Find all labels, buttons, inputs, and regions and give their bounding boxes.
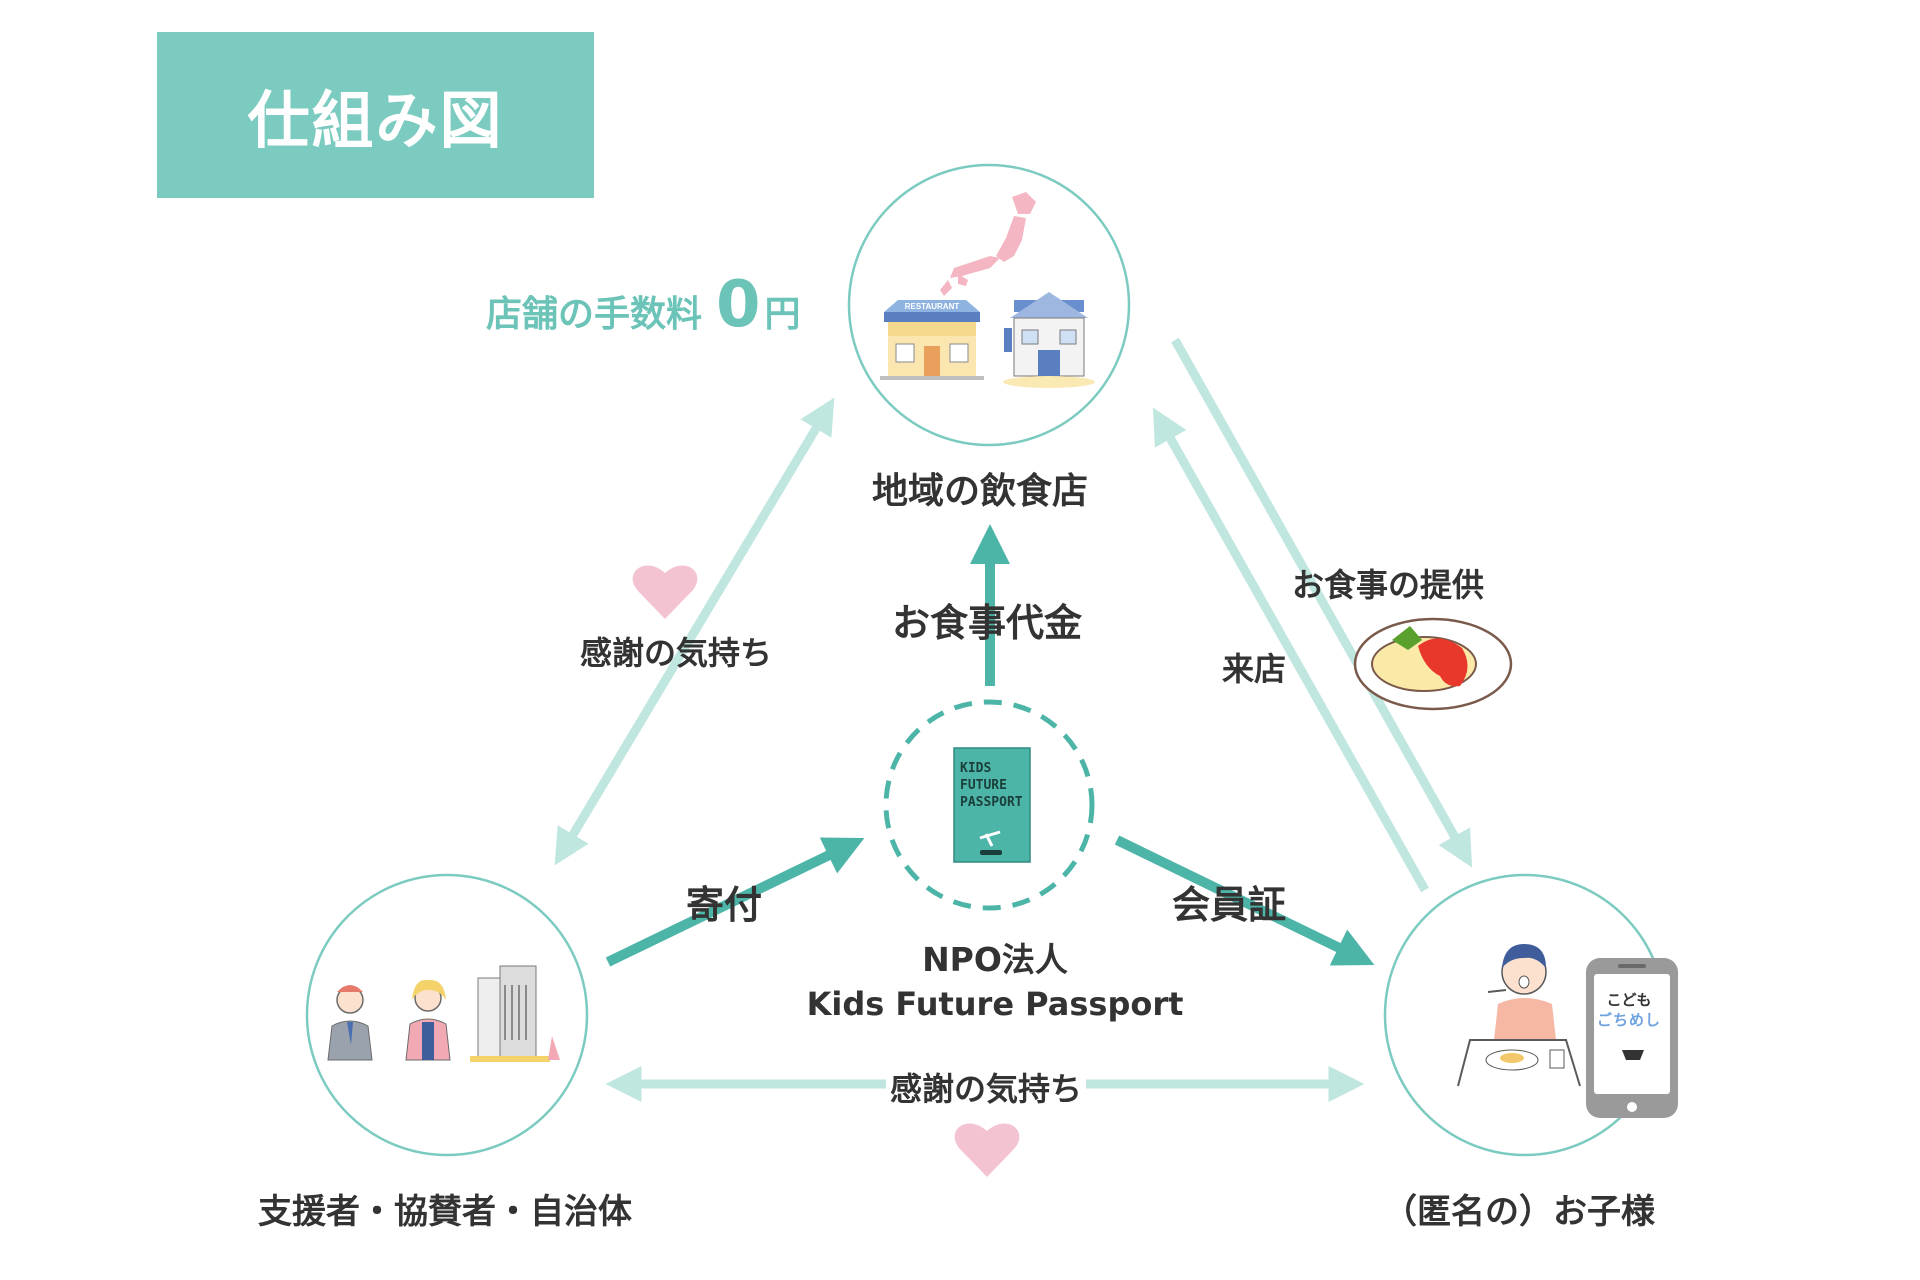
page-title: 仕組み図 <box>247 84 504 157</box>
shop-building-icon <box>1003 292 1095 388</box>
japan-map-icon <box>940 192 1036 296</box>
thanks-bottom-label: 感謝の気持ち <box>886 1064 1087 1110</box>
child-eating-illustration <box>1457 944 1581 1087</box>
supporters-label: 支援者・協賛者・自治体 <box>258 1192 632 1232</box>
heart-icon-left <box>632 565 698 619</box>
thanks-left-label: 感謝の気持ち <box>580 634 773 672</box>
store-fee-amount: 0 <box>716 268 761 342</box>
thanks-left-arrow <box>554 397 835 866</box>
restaurant-building-icon <box>880 300 984 380</box>
meal-service-arrow <box>1171 337 1473 868</box>
store-fee-text: 店舗の手数料 <box>486 294 703 335</box>
supporters-circle <box>305 873 589 1157</box>
app-name-line1: こども <box>1606 991 1652 1009</box>
meal-service-label: お食事の提供 <box>1292 566 1485 604</box>
app-name: こども ごちめし <box>1597 990 1661 1030</box>
passport-booklet-icon <box>953 747 1031 863</box>
npo-name: Kids Future Passport <box>806 985 1184 1023</box>
title-banner: 仕組み図 <box>157 32 594 198</box>
heart-icon-bottom <box>954 1123 1020 1177</box>
supporters-illustration <box>327 965 560 1062</box>
omurice-plate-icon <box>1353 617 1513 711</box>
visit-arrow <box>1152 407 1429 893</box>
app-name-line2: ごちめし <box>1597 1011 1662 1029</box>
membership-arrow <box>1114 835 1375 966</box>
donation-label: 寄付 <box>686 883 763 927</box>
meal-payment-label: お食事代金 <box>892 601 1083 645</box>
visit-label: 来店 <box>1222 650 1287 688</box>
smartphone-icon <box>1586 958 1678 1118</box>
membership-label: 会員証 <box>1172 883 1287 927</box>
npo-type: NPO法人 <box>922 940 1068 979</box>
npo-label: NPO法人 Kids Future Passport <box>700 938 1290 1026</box>
passport-cover-text: KIDS FUTURE PASSPORT <box>960 761 1023 810</box>
donation-arrow <box>605 837 865 967</box>
children-label: （匿名の）お子様 <box>1383 1192 1655 1232</box>
restaurant-circle <box>847 163 1131 447</box>
restaurant-label: 地域の飲食店 <box>872 471 1089 512</box>
store-fee-unit: 円 <box>764 294 801 335</box>
